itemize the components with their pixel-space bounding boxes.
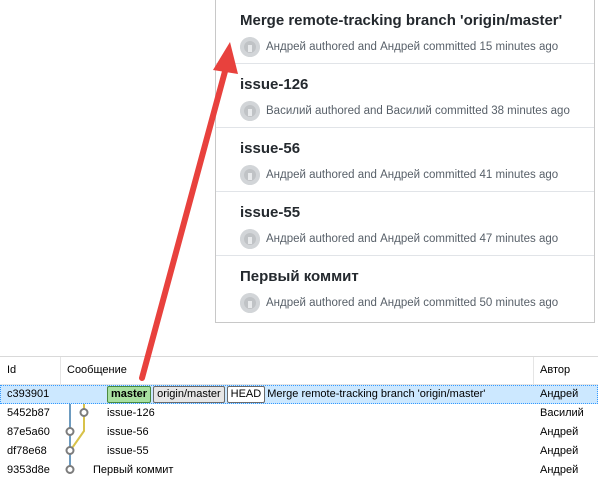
table-row[interactable]: 5452b87 issue-126 Василий (0, 404, 598, 423)
log-table-header: Id Сообщение Автор (0, 357, 598, 385)
default-avatar-icon[interactable] (240, 101, 260, 121)
commit-meta-text: Андрей authored and Андрей committed 47 … (266, 233, 559, 245)
commit-id: 87e5a60 (7, 426, 50, 438)
commit-meta: Андрей authored and Андрей committed 50 … (240, 293, 594, 313)
column-header-id[interactable]: Id (7, 364, 17, 376)
commit-item[interactable]: issue-55 Андрей authored and Андрей comm… (216, 192, 594, 256)
column-header-author[interactable]: Автор (540, 364, 571, 376)
commit-author: Андрей (540, 426, 579, 438)
default-avatar-icon[interactable] (240, 165, 260, 185)
commit-meta-text: Андрей authored and Андрей committed 50 … (266, 297, 559, 309)
commit-author: Андрей (540, 388, 579, 400)
commit-item[interactable]: Первый коммит Андрей authored and Андрей… (216, 256, 594, 320)
commit-title[interactable]: Merge remote-tracking branch 'origin/mas… (240, 12, 563, 29)
commit-title[interactable]: Первый коммит (240, 268, 359, 285)
commit-item[interactable]: issue-126 Василий authored and Василий c… (216, 64, 594, 128)
commit-meta: Андрей authored and Андрей committed 47 … (240, 229, 594, 249)
commit-title[interactable]: issue-126 (240, 76, 309, 93)
commit-title[interactable]: issue-56 (240, 140, 301, 157)
commit-item[interactable]: Merge remote-tracking branch 'origin/mas… (216, 0, 594, 64)
column-header-message[interactable]: Сообщение (67, 364, 127, 376)
commit-message-cell: master origin/master HEAD Merge remote-t… (107, 386, 485, 403)
commit-meta: Василий authored and Василий committed 3… (240, 101, 594, 121)
commit-message-cell: Первый коммит (93, 462, 173, 479)
commit-meta: Андрей authored and Андрей committed 41 … (240, 165, 594, 185)
commit-message: issue-56 (107, 426, 149, 438)
commit-meta-text: Василий authored and Василий committed 3… (266, 105, 570, 117)
commit-item[interactable]: issue-56 Андрей authored and Андрей comm… (216, 128, 594, 192)
commit-history-panel: Merge remote-tracking branch 'origin/mas… (215, 0, 595, 323)
column-divider[interactable] (533, 357, 534, 384)
table-row[interactable]: c393901 master origin/master HEAD Merge … (0, 385, 598, 404)
commit-id: 9353d8e (7, 464, 50, 476)
commit-id: 5452b87 (7, 407, 50, 419)
commit-message-cell: issue-126 (107, 405, 155, 422)
commit-message-cell: issue-55 (107, 443, 149, 460)
commit-id: df78e68 (7, 445, 47, 457)
commit-message: issue-55 (107, 445, 149, 457)
default-avatar-icon[interactable] (240, 293, 260, 313)
table-row[interactable]: 9353d8e Первый коммит Андрей (0, 461, 598, 480)
commit-message: Первый коммит (93, 464, 174, 476)
head-tag[interactable]: HEAD (226, 386, 266, 403)
remote-branch-tag[interactable]: origin/master (153, 386, 225, 403)
commit-author: Василий (540, 407, 584, 419)
commit-meta-text: Андрей authored and Андрей committed 41 … (266, 169, 559, 181)
commit-id: c393901 (7, 388, 50, 400)
commit-author: Андрей (540, 464, 579, 476)
commit-author: Андрей (540, 445, 579, 457)
table-row[interactable]: df78e68 issue-55 Андрей (0, 442, 598, 461)
commit-log-table: Id Сообщение Автор c393901 master origin… (0, 356, 598, 485)
column-divider[interactable] (60, 357, 61, 384)
commit-title[interactable]: issue-55 (240, 204, 301, 221)
default-avatar-icon[interactable] (240, 37, 260, 57)
commit-meta-text: Андрей authored and Андрей committed 15 … (266, 41, 559, 53)
log-table-body: c393901 master origin/master HEAD Merge … (0, 385, 598, 480)
commit-meta: Андрей authored and Андрей committed 15 … (240, 37, 594, 57)
default-avatar-icon[interactable] (240, 229, 260, 249)
commit-message: Merge remote-tracking branch 'origin/mas… (267, 388, 486, 400)
branch-tag-master[interactable]: master (107, 386, 152, 403)
commit-message-cell: issue-56 (107, 424, 149, 441)
table-row[interactable]: 87e5a60 issue-56 Андрей (0, 423, 598, 442)
commit-message: issue-126 (107, 407, 155, 419)
